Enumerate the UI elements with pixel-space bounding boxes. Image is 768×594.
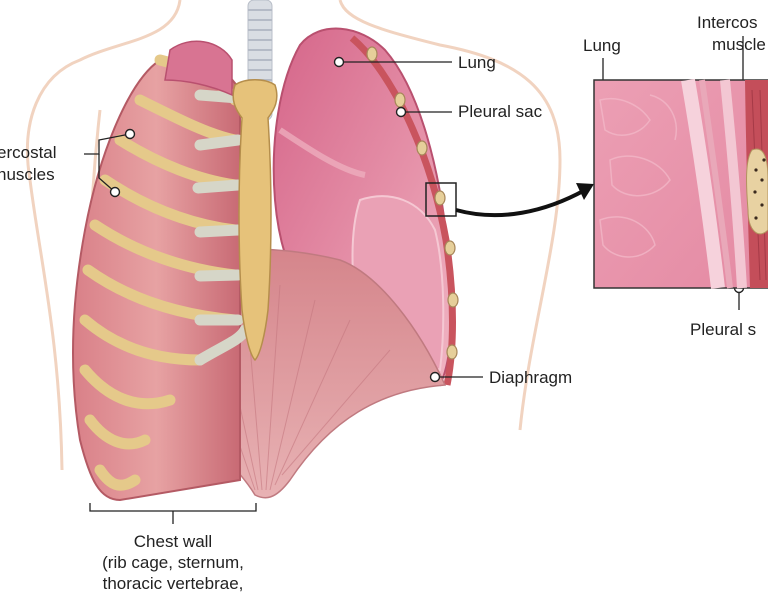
- inset-intercostal-label-line1: Intercos: [697, 13, 758, 32]
- costal-cartilage: [192, 89, 251, 366]
- sternum: [232, 79, 278, 362]
- inset-intercostal-label-line2: muscle: [712, 35, 766, 54]
- inset-magnified-view: [593, 78, 768, 289]
- pleural-sac: [349, 35, 459, 386]
- diaphragm-label: Diaphragm: [489, 368, 573, 387]
- intercostal-muscles-label-line1: ercostal: [0, 143, 57, 162]
- lung-label: Lung: [458, 53, 496, 72]
- zoom-arrow: [455, 188, 586, 218]
- chest-wall-label-line1: Chest wall: [133, 532, 213, 551]
- pleural-sac-label: Pleural sac: [458, 102, 543, 121]
- inset-lung-label: Lung: [583, 36, 621, 55]
- zoom-arrowhead: [576, 183, 594, 200]
- left-lung-apex: [164, 40, 233, 97]
- chest-wall-label-line2: (rib cage, sternum,: [102, 553, 244, 572]
- leader-lines: [84, 36, 744, 524]
- intercostal-muscles-label-line2: nuscles: [0, 165, 55, 184]
- chest-wall-label-line3: thoracic vertebrae,: [102, 574, 244, 593]
- zoom-region-box: [425, 182, 457, 217]
- inset-pleural-sac-label: Pleural s: [690, 320, 757, 339]
